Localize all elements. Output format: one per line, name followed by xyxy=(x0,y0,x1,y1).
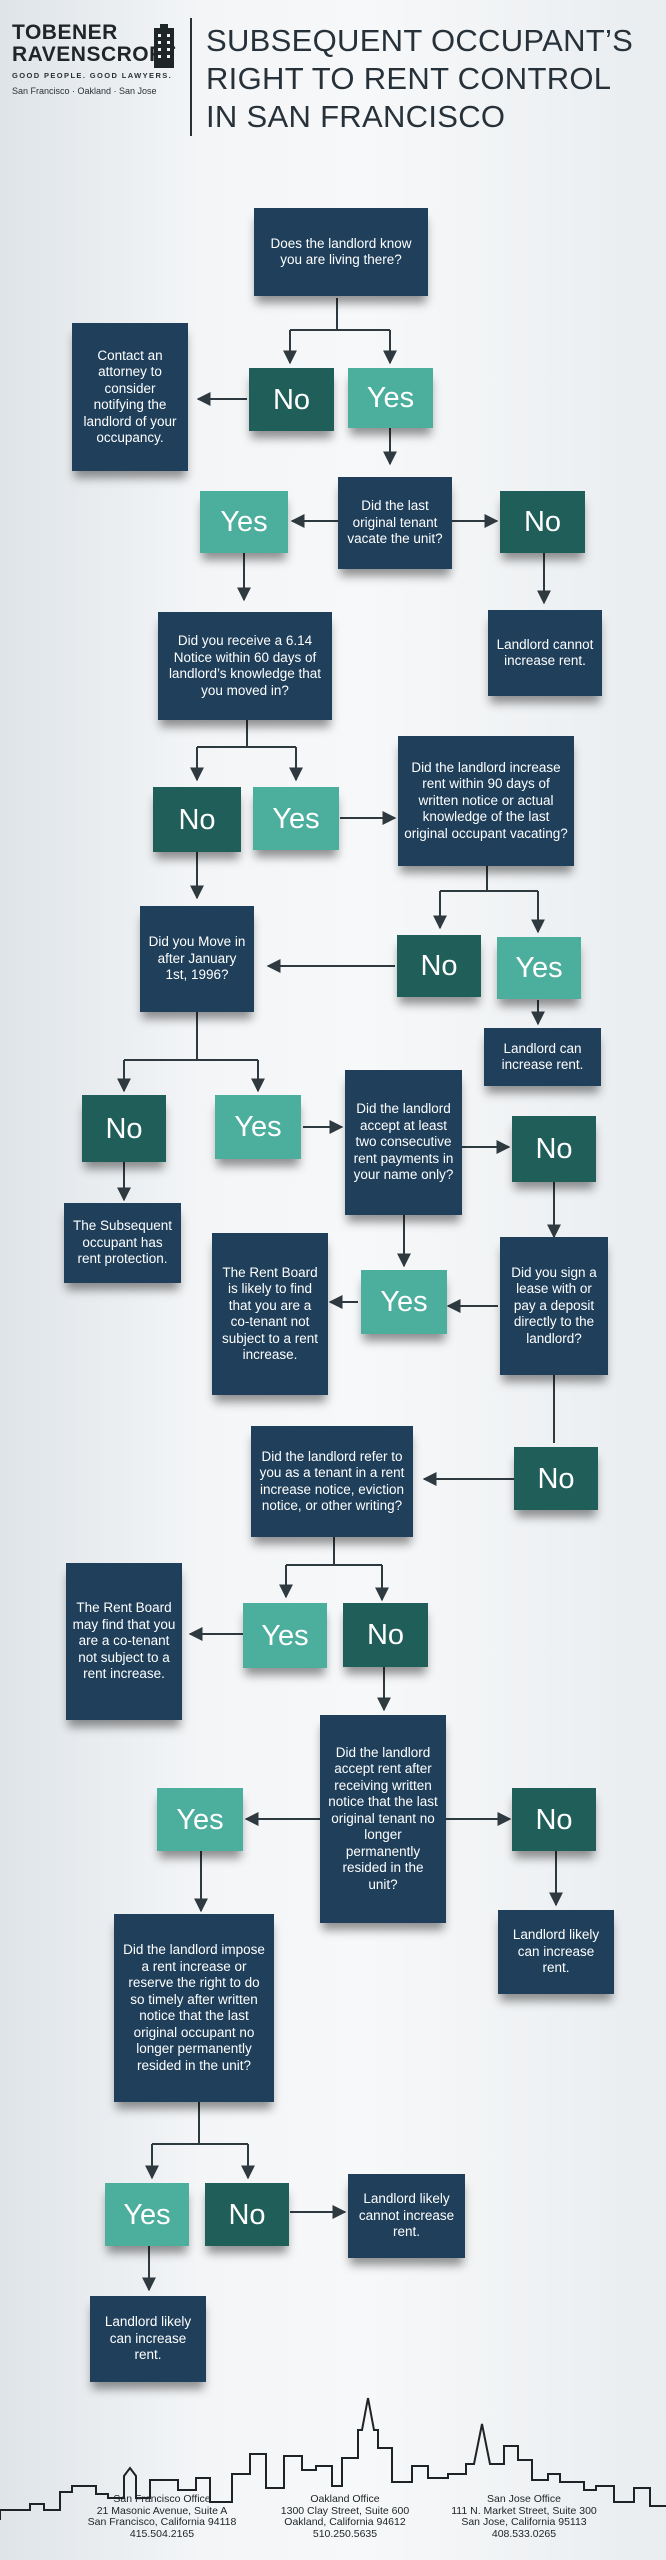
office-city: San Jose, California 95113 xyxy=(461,2516,587,2528)
result-landlord-cannot-increase: Landlord cannot increase rent. xyxy=(488,610,602,696)
answer-no-1996: No xyxy=(82,1095,166,1162)
answer-no-referred: No xyxy=(343,1603,428,1667)
question-614-notice: Did you receive a 6.14 Notice within 60 … xyxy=(158,612,332,720)
firm-logo: TOBENER RAVENSCROFT GOOD PEOPLE. GOOD LA… xyxy=(12,21,180,97)
office-city: Oakland, California 94612 xyxy=(284,2516,406,2528)
answer-no-imposed: No xyxy=(205,2183,289,2246)
office-phone: 510.250.5635 xyxy=(312,2527,378,2540)
office-oakland: Oakland Office 1300 Clay Street, Suite 6… xyxy=(245,2493,445,2540)
answer-no-knows: No xyxy=(249,368,334,431)
office-name: San Jose Office xyxy=(487,2493,561,2505)
connector-refer-split xyxy=(286,1537,382,1566)
answer-yes-imposed: Yes xyxy=(105,2183,189,2246)
page-title: SUBSEQUENT OCCUPANT’S RIGHT TO RENT CONT… xyxy=(206,22,633,136)
result-landlord-can-increase: Landlord can increase rent. xyxy=(484,1028,601,1086)
title-line-3: IN SAN FRANCISCO xyxy=(206,99,506,134)
answer-yes-referred: Yes xyxy=(243,1603,327,1668)
answer-no-two-payments: No xyxy=(512,1116,596,1182)
answer-no-lease: No xyxy=(514,1447,598,1510)
result-contact-attorney: Contact an attorney to consider notifyin… xyxy=(72,323,188,471)
result-rent-board-may: The Rent Board may find that you are a c… xyxy=(66,1563,182,1720)
title-line-1: SUBSEQUENT OCCUPANT’S xyxy=(206,23,634,58)
answer-no-vacated: No xyxy=(500,491,585,553)
footer: San Francisco Office 21 Masonic Avenue, … xyxy=(0,2370,666,2560)
brand-name-line2: RAVENSCROFT xyxy=(12,43,176,66)
connector-1996-split xyxy=(124,1012,258,1061)
result-landlord-likely-cannot: Landlord likely cannot increase rent. xyxy=(348,2174,465,2258)
question-moved-in-after-1996: Did you Move in after January 1st, 1996? xyxy=(140,906,254,1012)
office-name: Oakland Office xyxy=(310,2493,380,2505)
answer-yes-614: Yes xyxy=(253,787,339,850)
question-imposed-rent-increase: Did the landlord impose a rent increase … xyxy=(114,1914,274,2102)
result-landlord-likely-can-2: Landlord likely can increase rent. xyxy=(90,2296,206,2382)
question-increase-within-90-days: Did the landlord increase rent within 90… xyxy=(398,736,574,866)
office-san-francisco: San Francisco Office 21 Masonic Avenue, … xyxy=(62,2493,262,2540)
city-skyline-illustration xyxy=(0,2397,666,2520)
office-phone: 415.504.2165 xyxy=(129,2527,195,2540)
title-line-2: RIGHT TO RENT CONTROL xyxy=(206,61,612,96)
building-icon xyxy=(154,24,174,68)
answer-no-614: No xyxy=(153,787,241,852)
answer-yes-two-payments: Yes xyxy=(361,1270,447,1334)
answer-no-accepted-rent: No xyxy=(512,1788,596,1851)
question-landlord-knows: Does the landlord know you are living th… xyxy=(254,208,428,296)
office-street: 1300 Clay Street, Suite 600 xyxy=(280,2504,410,2517)
office-phone: 408.533.0265 xyxy=(491,2527,557,2540)
brand-name-line1: TOBENER xyxy=(12,21,118,44)
connector-impose-split xyxy=(152,2102,248,2145)
office-san-jose: San Jose Office 111 N. Market Street, Su… xyxy=(424,2493,624,2540)
result-landlord-likely-can-1: Landlord likely can increase rent. xyxy=(498,1910,614,1994)
office-street: 21 Masonic Avenue, Suite A xyxy=(96,2504,228,2517)
brand-tagline: GOOD PEOPLE. GOOD LAWYERS. xyxy=(12,71,173,80)
answer-yes-knows: Yes xyxy=(348,368,433,428)
connector-90days-split xyxy=(440,866,538,892)
office-street: 111 N. Market Street, Suite 300 xyxy=(451,2504,597,2517)
result-rent-board-likely: The Rent Board is likely to find that yo… xyxy=(212,1233,328,1395)
result-rent-protection: The Subsequent occupant has rent protect… xyxy=(64,1203,181,1283)
question-two-rent-payments: Did the landlord accept at least two con… xyxy=(345,1070,462,1215)
answer-yes-accepted-rent: Yes xyxy=(157,1788,243,1851)
answer-yes-vacated: Yes xyxy=(200,491,288,553)
office-name: San Francisco Office xyxy=(113,2493,211,2505)
answer-no-90-days: No xyxy=(397,935,481,997)
answer-yes-1996: Yes xyxy=(215,1095,301,1159)
question-accepted-rent-after-notice: Did the landlord accept rent after recei… xyxy=(320,1715,446,1923)
header-divider xyxy=(190,18,192,136)
question-tenant-vacated: Did the last original tenant vacate the … xyxy=(338,477,452,569)
header: TOBENER RAVENSCROFT GOOD PEOPLE. GOOD LA… xyxy=(0,0,666,150)
connector-614-split xyxy=(197,720,296,748)
brand-cities: San Francisco · Oakland · San Jose xyxy=(12,86,157,96)
answer-yes-90-days: Yes xyxy=(497,937,581,999)
question-referred-as-tenant: Did the landlord refer to you as a tenan… xyxy=(251,1426,413,1537)
connector-know-split xyxy=(290,298,390,331)
question-lease-or-deposit: Did you sign a lease with or pay a depos… xyxy=(500,1237,608,1375)
office-city: San Francisco, California 94118 xyxy=(87,2516,237,2528)
